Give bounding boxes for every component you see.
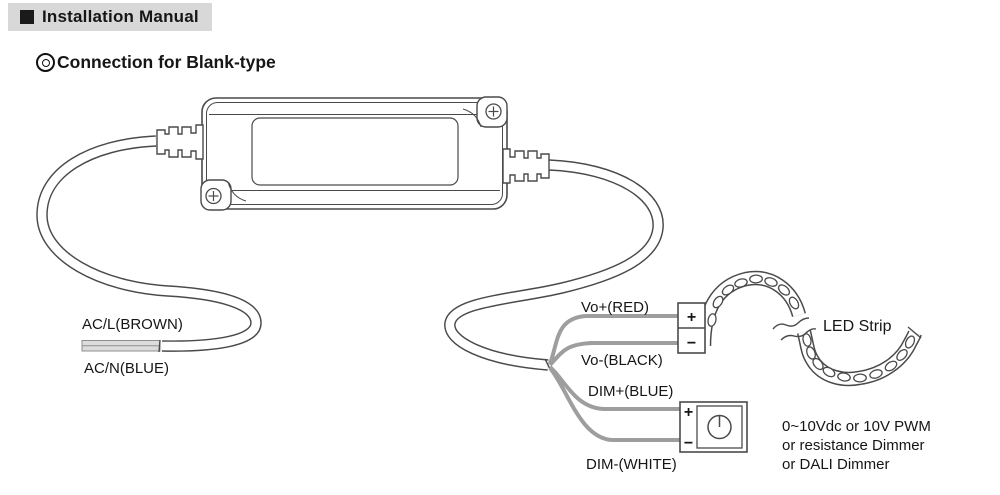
subsection-title: Connection for Blank-type bbox=[57, 52, 276, 72]
output-minus-terminal: − bbox=[687, 335, 696, 352]
dimmer-note-line2: or resistance Dimmer bbox=[782, 437, 925, 454]
mounting-ear-top-right bbox=[462, 96, 508, 128]
subsection-header: Connection for Blank-type bbox=[36, 52, 276, 73]
device-label-area bbox=[251, 117, 459, 186]
dim-minus-wire-label: DIM-(WHITE) bbox=[586, 456, 677, 473]
vo-plus-wire bbox=[548, 314, 680, 365]
dimmer-note-line1: 0~10Vdc or 10V PWM bbox=[782, 418, 931, 435]
led-strip bbox=[696, 270, 922, 387]
dim-plus-wire-label: DIM+(BLUE) bbox=[588, 383, 673, 400]
led-chips bbox=[802, 333, 916, 383]
ac-neutral-wire-label: AC/N(BLUE) bbox=[84, 360, 169, 377]
led-strip-label: LED Strip bbox=[823, 318, 892, 335]
output-wires bbox=[548, 314, 682, 442]
dimmer-note: 0~10Vdc or 10V PWM or resistance Dimmer … bbox=[782, 418, 931, 473]
mounting-ear-bottom-left bbox=[200, 179, 247, 211]
stripped-wire-ends bbox=[81, 340, 161, 352]
ac-input-cable bbox=[36, 135, 262, 353]
section-header-bar: Installation Manual bbox=[8, 3, 212, 31]
ac-line-wire-label: AC/L(BROWN) bbox=[82, 316, 183, 333]
dim-minus-wire bbox=[548, 366, 682, 442]
vo-minus-wire-label: Vo-(BLACK) bbox=[581, 352, 663, 369]
strain-relief-left bbox=[156, 124, 204, 160]
led-driver-device bbox=[156, 96, 550, 211]
strip-break-mark bbox=[772, 317, 817, 341]
dimmer-box: + − bbox=[679, 401, 748, 453]
black-square-bullet-icon bbox=[20, 10, 34, 24]
mounting-screw-icon bbox=[485, 103, 502, 120]
output-terminal-block: + − bbox=[677, 302, 706, 354]
bullseye-icon bbox=[36, 53, 55, 72]
strain-relief-right bbox=[502, 148, 550, 184]
mounting-screw-icon bbox=[205, 187, 222, 205]
section-title: Installation Manual bbox=[42, 7, 199, 26]
dimmer-minus-terminal: − bbox=[684, 435, 693, 452]
output-plus-terminal: + bbox=[687, 309, 696, 326]
dimmer-plus-terminal: + bbox=[684, 404, 693, 421]
vo-plus-wire-label: Vo+(RED) bbox=[581, 299, 649, 316]
vo-minus-wire bbox=[548, 341, 680, 367]
dimmer-knob-icon bbox=[707, 414, 732, 440]
dimmer-note-line3: or DALI Dimmer bbox=[782, 456, 890, 473]
led-chips bbox=[707, 274, 800, 327]
